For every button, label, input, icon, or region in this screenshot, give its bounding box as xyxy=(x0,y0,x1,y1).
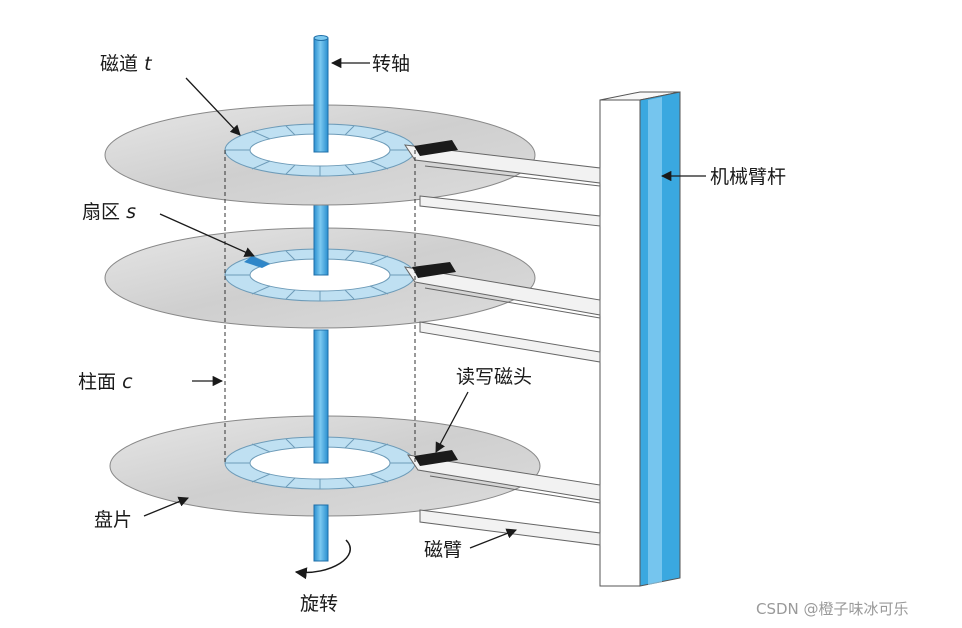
watermark: CSDN @橙子味冰可乐 xyxy=(756,600,909,618)
sector-label: 扇区 s xyxy=(82,201,136,223)
spindle-lower xyxy=(313,504,329,562)
spindle-middle-segment xyxy=(313,204,329,276)
platter-label-pointer xyxy=(143,496,189,517)
spindle-label: 转轴 xyxy=(372,53,410,75)
rotation-arrow xyxy=(294,539,351,580)
rotation-label: 旋转 xyxy=(300,593,338,615)
head-label-pointer xyxy=(435,391,469,453)
arm-label: 磁臂 xyxy=(424,539,462,561)
cylinder-label: 柱面 c xyxy=(78,371,133,393)
track-label-pointer xyxy=(185,77,241,136)
arm-bottom xyxy=(406,450,601,546)
sector-label-pointer xyxy=(159,213,255,257)
arm-top xyxy=(403,140,601,227)
spindle-upper xyxy=(313,37,329,153)
cylinder-outline xyxy=(224,150,416,463)
read-write-head-bottom xyxy=(414,450,458,466)
read-write-head-top xyxy=(414,140,458,156)
platter-label: 盘片 xyxy=(94,509,132,531)
actuator-arm-pillar xyxy=(599,91,681,587)
track-label: 磁道 t xyxy=(100,53,153,75)
arm-label-pointer xyxy=(469,528,517,549)
arm-middle xyxy=(403,262,601,363)
actuator-arm-label: 机械臂杆 xyxy=(710,166,786,188)
read-write-head-middle xyxy=(412,262,456,278)
head-label: 读写磁头 xyxy=(456,366,532,388)
sector-highlight xyxy=(244,256,270,268)
spindle-bottom-segment xyxy=(313,329,329,464)
